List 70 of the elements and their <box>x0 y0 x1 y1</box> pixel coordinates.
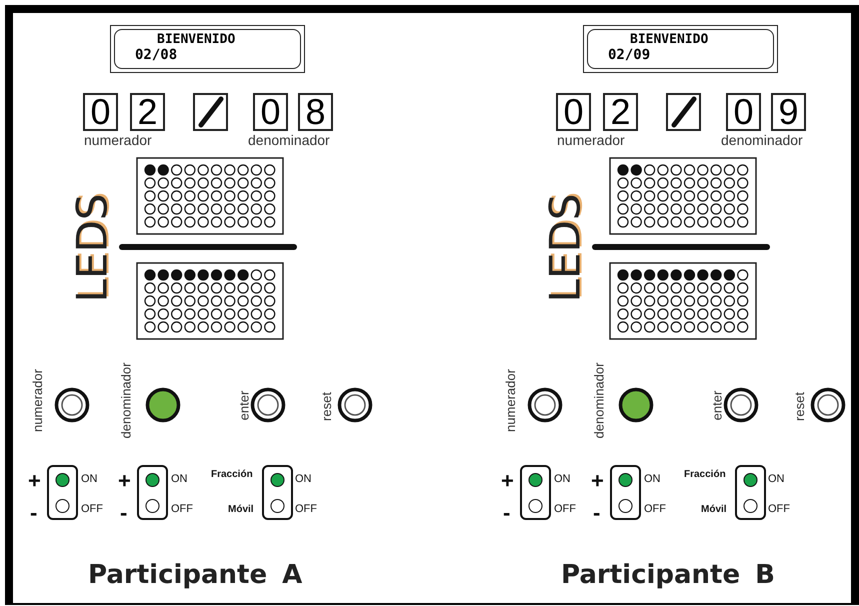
participant-title: Participante B <box>561 560 775 590</box>
state-label: ON <box>81 474 98 485</box>
mode-label: Fracción <box>211 470 253 480</box>
display-date: 02/08 <box>135 48 178 62</box>
lcd-display <box>583 25 778 73</box>
push-button <box>337 387 373 423</box>
toggle-switch <box>735 465 766 520</box>
sign-label: + <box>501 470 514 492</box>
digit-display: 9 <box>771 93 806 131</box>
display-text: BIENVENIDO <box>630 33 708 47</box>
state-label: ON <box>171 474 188 485</box>
digit-display: 0 <box>83 93 118 131</box>
button-label: enter <box>236 390 252 420</box>
vertical-title: LEDS <box>70 194 113 302</box>
mode-label: Móvil <box>701 505 727 515</box>
push-button <box>810 387 846 423</box>
mode-label: Fracción <box>684 470 726 480</box>
toggle-switch <box>47 465 78 520</box>
digit-display: 2 <box>603 93 638 131</box>
state-label: OFF <box>81 504 103 515</box>
sign-label: + <box>591 470 604 492</box>
display-date: 02/09 <box>608 48 650 62</box>
toggle-switch <box>262 465 293 520</box>
toggle-switch <box>610 465 641 520</box>
slash-display <box>666 93 701 131</box>
state-label: OFF <box>171 504 193 515</box>
mode-label: Móvil <box>228 505 254 515</box>
sign-label: - <box>30 502 38 524</box>
digit-caption: denominador <box>721 132 803 148</box>
sign-label: - <box>593 502 600 524</box>
digit-caption: numerador <box>557 132 625 148</box>
state-label: ON <box>644 474 660 485</box>
state-label: ON <box>768 474 784 485</box>
digit-display: 8 <box>298 93 333 131</box>
button-label: denominador <box>591 362 606 438</box>
button-label: numerador <box>502 368 518 432</box>
button-label: reset <box>318 392 334 420</box>
sign-label: + <box>118 470 131 492</box>
digit-display: 0 <box>726 93 761 131</box>
toggle-switch <box>520 465 551 520</box>
display-text: BIENVENIDO <box>157 33 236 47</box>
button-label: enter <box>709 390 724 420</box>
push-button <box>250 387 286 423</box>
sign-label: - <box>120 502 128 524</box>
digit-display: 2 <box>130 93 165 131</box>
button-label: denominador <box>118 362 134 438</box>
state-label: OFF <box>295 504 317 515</box>
vertical-title: LEDS <box>544 194 586 302</box>
participant-title: Participante A <box>88 560 302 590</box>
digit-caption: denominador <box>248 132 330 148</box>
state-label: ON <box>554 474 570 485</box>
button-label: numerador <box>29 368 44 432</box>
toggle-switch <box>137 465 168 520</box>
button-label: reset <box>791 392 806 420</box>
state-label: OFF <box>644 504 666 515</box>
slash-display <box>193 93 228 131</box>
push-button <box>145 387 181 423</box>
state-label: OFF <box>554 504 576 515</box>
digit-display: 0 <box>253 93 288 131</box>
sign-label: + <box>28 470 41 492</box>
push-button <box>54 387 90 423</box>
lcd-display <box>110 25 305 73</box>
digit-display: 0 <box>556 93 591 131</box>
digit-caption: numerador <box>84 132 152 148</box>
state-label: OFF <box>768 504 790 515</box>
push-button <box>723 387 759 423</box>
push-button <box>618 387 654 423</box>
push-button <box>527 387 563 423</box>
state-label: ON <box>295 474 312 485</box>
sign-label: - <box>503 502 510 524</box>
